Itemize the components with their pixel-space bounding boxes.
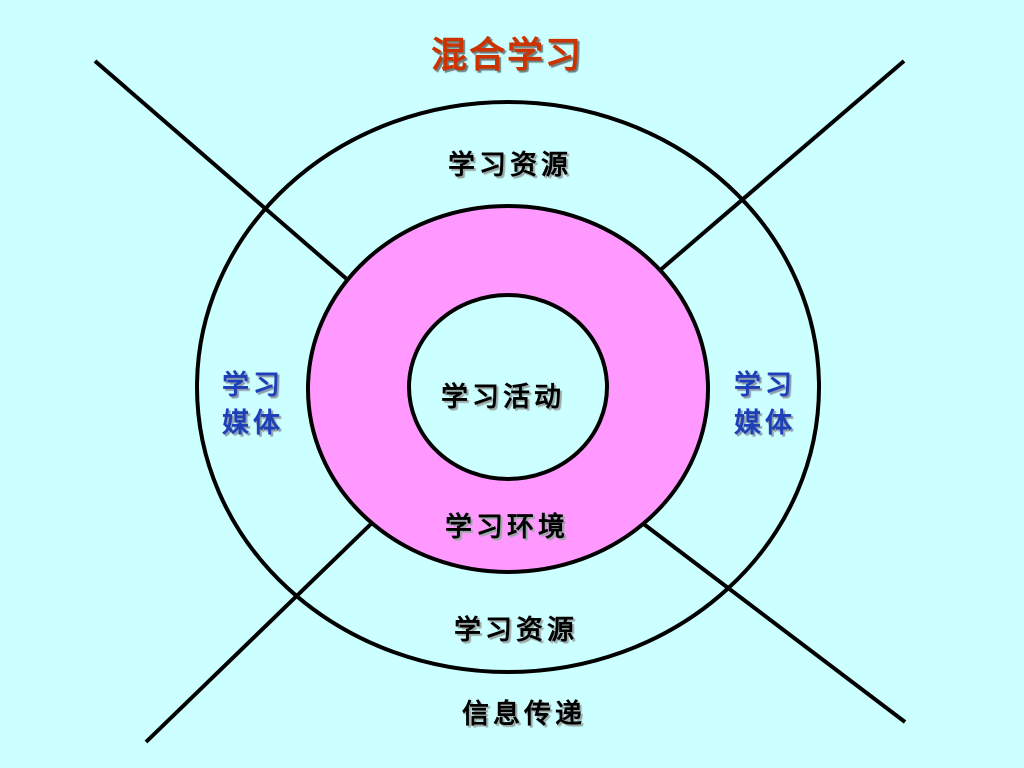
left-media-line1: 学习 bbox=[222, 370, 284, 401]
middle-ring-label: 学习环境 bbox=[445, 512, 569, 543]
right-media-label: 学习 媒体 bbox=[734, 367, 796, 443]
bottom-caption: 信息传递 bbox=[462, 699, 586, 730]
outer-ring bbox=[195, 100, 821, 674]
center-label: 学习活动 bbox=[441, 382, 565, 413]
diagonal-line-lower-right bbox=[639, 520, 907, 724]
diagonal-line-lower-left bbox=[144, 520, 375, 744]
diagonal-line-upper-right bbox=[656, 59, 906, 274]
page-title: 混合学习 bbox=[430, 35, 583, 76]
diagonal-line-upper-left bbox=[93, 59, 351, 283]
right-media-line2: 媒体 bbox=[734, 408, 796, 439]
left-media-line2: 媒体 bbox=[222, 408, 284, 439]
right-media-line1: 学习 bbox=[734, 370, 796, 401]
inner-circle bbox=[407, 293, 609, 481]
outer-ring-top-label: 学习资源 bbox=[448, 150, 572, 181]
left-media-label: 学习 媒体 bbox=[222, 367, 284, 443]
outer-ring-bottom-label: 学习资源 bbox=[454, 615, 578, 646]
